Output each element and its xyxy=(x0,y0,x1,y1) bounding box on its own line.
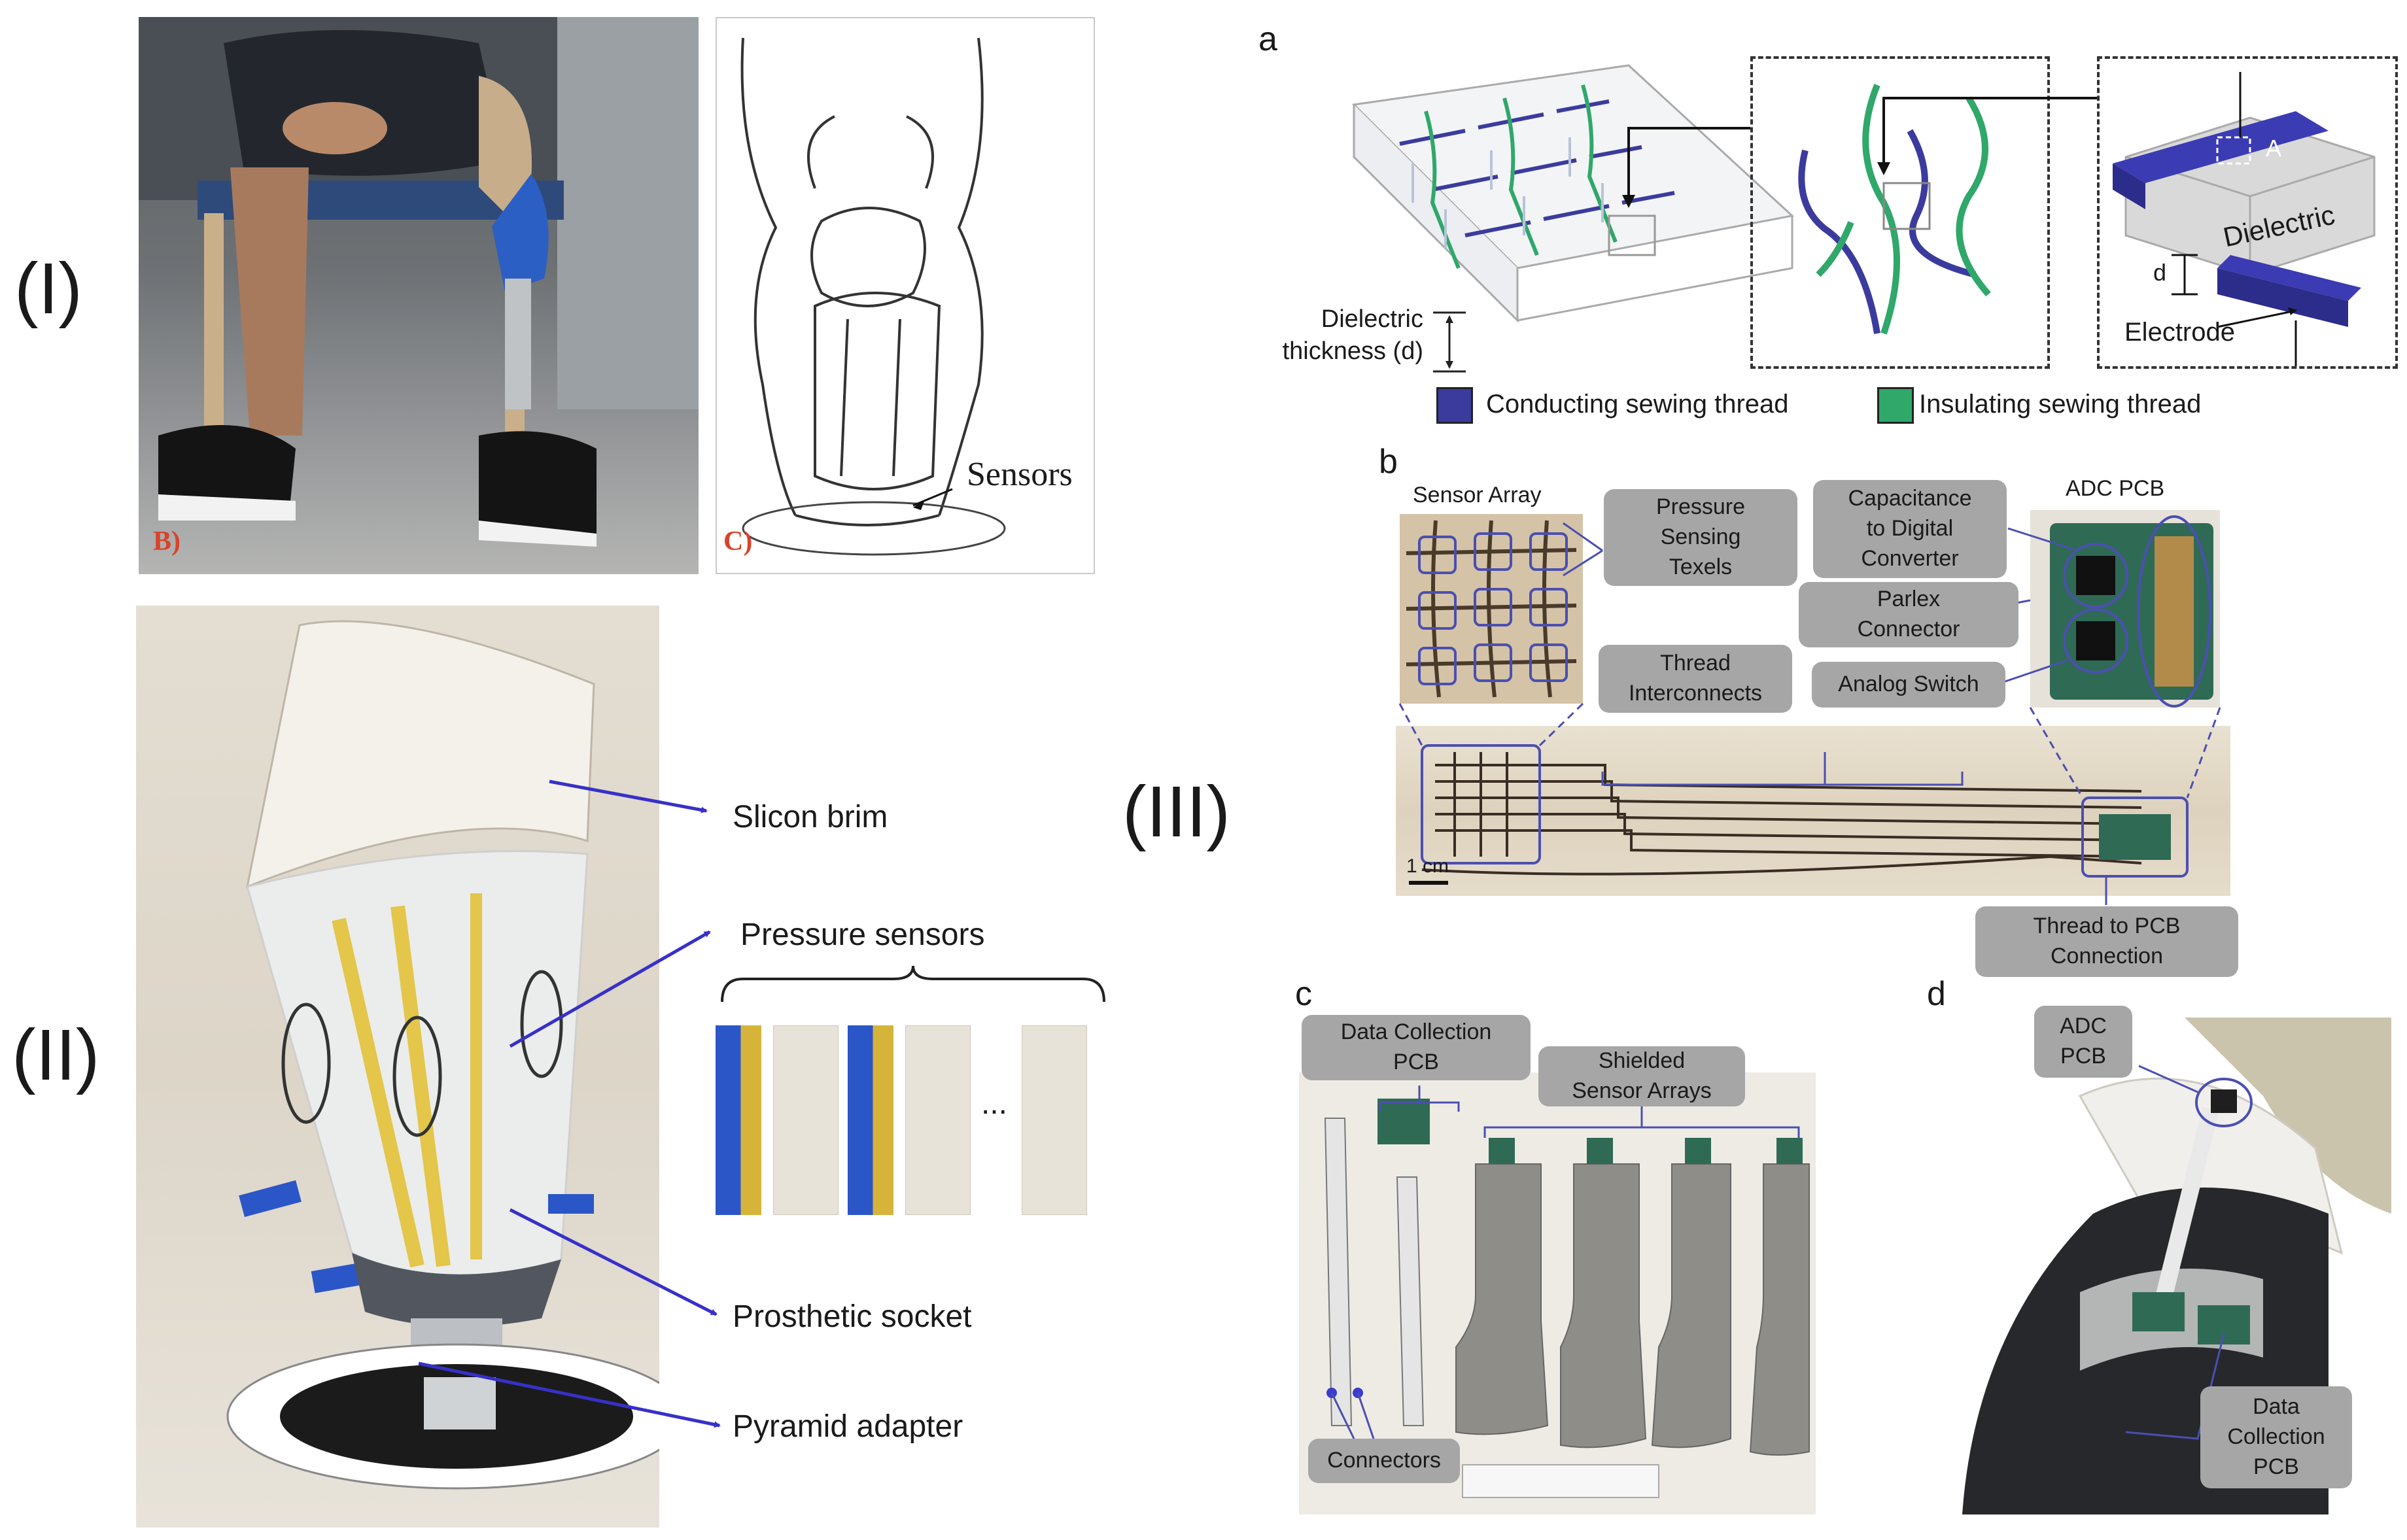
dielectric-thickness-label: Dielectric thickness (d) xyxy=(1262,303,1423,368)
knee-sketch-frame: Sensors C) xyxy=(716,17,1095,574)
thread-to-pcb-line-1: Thread to PCB xyxy=(2033,914,2181,939)
textile-sensor-array-photo: 1 cm xyxy=(1396,726,2230,896)
legend-swatch-conducting xyxy=(1436,387,1473,424)
scale-bar-label: 1 cm xyxy=(1406,855,1449,877)
panel-label-ii: (II) xyxy=(12,1015,100,1095)
sensor-strip-1 xyxy=(716,1025,761,1215)
parlex-line-1: Parlex xyxy=(1877,587,1941,612)
callout-data-collection-pcb-c: Data Collection PCB xyxy=(1302,1015,1531,1080)
adc-pcb-label: ADC PCB xyxy=(2066,476,2165,501)
adc-pcb-board xyxy=(2050,515,2213,708)
sensor-strips-brace xyxy=(721,965,1105,1002)
adc-pcb-d-line-2: PCB xyxy=(2060,1044,2106,1069)
sensor-array-photo xyxy=(1400,514,1583,704)
sensor-strips-ellipsis: ... xyxy=(981,1086,1008,1121)
callout-thread-to-pcb: Thread to PCB Connection xyxy=(1975,906,2238,977)
capacitor-d-label: d xyxy=(2153,259,2167,286)
pressure-texels-line-1: Pressure xyxy=(1655,494,1746,520)
sketch-c-label: C) xyxy=(723,526,753,556)
data-collection-pcb-c-line-2: PCB xyxy=(1393,1050,1439,1074)
adc-pcb-d-line-1: ADC xyxy=(2060,1014,2107,1039)
thread-interconnects-line-1: Thread xyxy=(1660,651,1731,676)
dielectric-thickness-line-1: Dielectric xyxy=(1321,305,1423,333)
shielded-arrays-layout xyxy=(1324,1099,1810,1498)
shielded-arrays-photo xyxy=(1299,1072,1816,1514)
sensor-array-label: Sensor Array xyxy=(1413,483,1542,507)
cdc-line-3: Converter xyxy=(1861,545,1959,571)
electrode-label: Electrode xyxy=(2124,318,2235,347)
data-collection-pcb-d-line-2: Collection xyxy=(2227,1424,2325,1450)
patient-seated-illustration xyxy=(139,17,699,547)
callout-capacitance-to-digital: Capacitance to Digital Converter xyxy=(1813,480,2007,578)
capacitor-model xyxy=(2113,72,2376,366)
capacitor-area-label: A xyxy=(2266,135,2282,162)
callout-data-collection-pcb-d: Data Collection PCB xyxy=(2200,1386,2352,1488)
callout-shielded-sensor-arrays: Shielded Sensor Arrays xyxy=(1538,1046,1745,1106)
cdc-line-1: Capacitance xyxy=(1848,486,1972,511)
panel-label-i: (I) xyxy=(14,248,82,329)
thread-interconnects-line-2: Interconnects xyxy=(1628,681,1763,706)
pressure-texels-line-3: Texels xyxy=(1669,554,1733,579)
callout-silicon-brim: Slicon brim xyxy=(733,800,888,834)
capacitor-inset: A Dielectric d Electrode xyxy=(2097,56,2398,369)
knee-bone-sketch xyxy=(740,37,1006,556)
pressure-texels-line-2: Sensing xyxy=(1660,524,1741,550)
callout-pressure-sensors: Pressure sensors xyxy=(740,917,985,952)
prosthetic-socket-illustration xyxy=(226,620,659,1490)
shielded-arrays-line-2: Sensor Arrays xyxy=(1572,1078,1712,1103)
thread-to-pcb-line-2: Connection xyxy=(2050,944,2163,968)
subpanel-c-letter: c xyxy=(1295,975,1312,1013)
panel-label-iii: (III) xyxy=(1122,772,1230,852)
data-collection-pcb-d-line-1: Data xyxy=(2253,1394,2300,1420)
shielded-arrays-line-1: Shielded xyxy=(1598,1048,1686,1074)
legend-label-conducting: Conducting sewing thread xyxy=(1486,390,1789,419)
textile-threads xyxy=(1409,744,2189,885)
sensor-strip-2 xyxy=(773,1025,839,1215)
callout-analog-switch: Analog Switch xyxy=(1812,662,2005,708)
data-collection-pcb-d-line-3: PCB xyxy=(2253,1454,2299,1479)
patient-seated-photo: B) xyxy=(139,17,699,574)
parlex-line-2: Connector xyxy=(1857,617,1960,642)
legend-label-insulating: Insulating sewing thread xyxy=(1919,390,2202,419)
callout-adc-pcb-d: ADC PCB xyxy=(2034,1006,2132,1078)
callout-parlex-connector: Parlex Connector xyxy=(1799,582,2018,647)
subpanel-a-letter: a xyxy=(1258,20,1277,58)
callout-connectors: Connectors xyxy=(1308,1439,1460,1483)
callout-pressure-sensing-texels: Pressure Sensing Texels xyxy=(1604,489,1797,586)
sensor-strip-5 xyxy=(1022,1025,1087,1215)
dielectric-thickness-line-2: thickness (d) xyxy=(1282,337,1423,366)
sensors-label: Sensors xyxy=(967,456,1073,493)
subpanel-b-letter: b xyxy=(1379,443,1398,481)
texel-zoom-threads xyxy=(1798,84,1991,335)
sensor-array-grid xyxy=(1406,520,1577,698)
texel-array-diagram xyxy=(1351,64,1795,323)
callout-thread-interconnects: Thread Interconnects xyxy=(1599,645,1792,713)
sensor-strip-4 xyxy=(905,1025,971,1215)
sensor-strip-3 xyxy=(848,1025,893,1215)
subpanel-d-letter: d xyxy=(1927,975,1946,1013)
photo-b-label: B) xyxy=(153,526,181,556)
callout-pyramid-adapter: Pyramid adapter xyxy=(733,1409,963,1444)
dielectric-thickness-arrow xyxy=(1433,311,1466,373)
data-collection-pcb-c-line-1: Data Collection xyxy=(1340,1019,1492,1045)
prosthetic-socket-photo xyxy=(136,606,659,1528)
cdc-line-2: to Digital xyxy=(1866,516,1954,541)
callout-prosthetic-socket: Prosthetic socket xyxy=(733,1299,972,1334)
legend-swatch-insulating xyxy=(1877,387,1914,424)
adc-pcb-photo xyxy=(2030,510,2220,708)
texel-zoom-inset xyxy=(1750,56,2050,369)
